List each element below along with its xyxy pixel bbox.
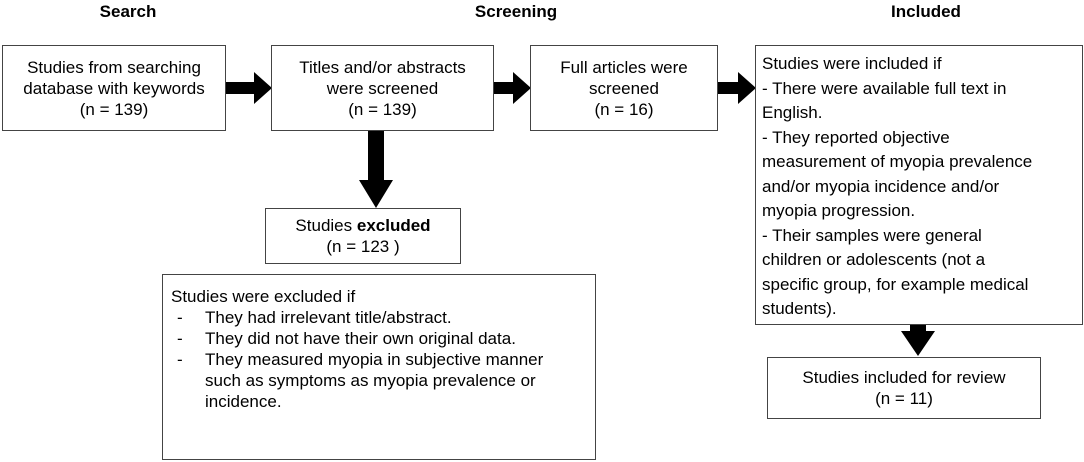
review-count: (n = 11) xyxy=(875,389,933,408)
header-included: Included xyxy=(891,2,961,21)
titles-line-1: Titles and/or abstracts xyxy=(299,57,466,77)
search-line-2: database with keywords xyxy=(23,78,205,98)
list-item: - They did not have their own original d… xyxy=(171,328,587,349)
inclusion-line-9: children or adolescents (not a xyxy=(762,250,986,269)
inclusion-line-8: - Their samples were general xyxy=(762,225,982,245)
inclusion-line-2: - There were available full text in xyxy=(762,78,1007,98)
arrow-titles-to-full xyxy=(494,72,531,104)
list-item: - They had irrelevant title/abstract. xyxy=(171,307,587,328)
inclusion-line-7: myopia progression. xyxy=(762,201,916,220)
titles-screened-box: Titles and/or abstracts were screened (n… xyxy=(271,45,494,131)
inclusion-line-1: Studies were included if xyxy=(762,54,942,73)
excluded-count: (n = 123 ) xyxy=(326,237,400,256)
exclusion-item-3-line-1: They measured myopia in subjective manne… xyxy=(205,350,544,369)
header-screening: Screening xyxy=(474,2,558,21)
excluded-bold: excluded xyxy=(356,216,431,235)
search-line-1: Studies from searching xyxy=(27,57,201,77)
arrow-search-to-titles xyxy=(226,72,272,104)
list-item: - They measured myopia in subjective man… xyxy=(171,349,587,412)
full-count: (n = 16) xyxy=(594,99,654,119)
excluded-prefix: Studies xyxy=(295,216,357,235)
titles-line-2: were screened xyxy=(326,78,439,98)
exclusion-criteria-list: - They had irrelevant title/abstract. - … xyxy=(171,307,587,412)
inclusion-line-10: specific group, for example medical xyxy=(762,274,1029,294)
full-articles-box: Full articles were screened (n = 16) xyxy=(530,45,718,131)
exclusion-item-1: They had irrelevant title/abstract. xyxy=(205,308,452,327)
arrow-full-to-included xyxy=(718,72,756,104)
header-search: Search xyxy=(99,2,157,21)
exclusion-item-2: They did not have their own original dat… xyxy=(205,329,516,348)
full-line-2: screened xyxy=(589,78,659,98)
excluded-label: Studies excluded xyxy=(266,215,460,236)
exclusion-item-3-line-3: incidence. xyxy=(205,392,282,411)
inclusion-line-3: English. xyxy=(762,103,823,122)
search-results-box: Studies from searching database with key… xyxy=(2,45,226,131)
inclusion-line-11: students). xyxy=(762,299,837,318)
exclusion-item-3-line-2: such as symptoms as myopia prevalence or xyxy=(205,371,536,390)
inclusion-line-6: and/or myopia incidence and/or xyxy=(762,176,1000,196)
arrow-titles-to-excluded xyxy=(359,131,393,208)
exclusion-criteria-title: Studies were excluded if xyxy=(171,287,356,306)
exclusion-criteria-box: Studies were excluded if - They had irre… xyxy=(162,274,596,460)
inclusion-line-4: - They reported objective xyxy=(762,127,950,147)
full-line-1: Full articles were xyxy=(560,57,688,77)
search-count: (n = 139) xyxy=(79,99,149,119)
included-for-review-box: Studies included for review (n = 11) xyxy=(767,357,1041,419)
arrow-included-to-review xyxy=(901,304,935,356)
review-label: Studies included for review xyxy=(802,368,1006,387)
inclusion-line-5: measurement of myopia prevalence xyxy=(762,152,1033,171)
excluded-box: Studies excluded (n = 123 ) xyxy=(265,208,461,264)
titles-count: (n = 139) xyxy=(348,99,417,119)
inclusion-criteria-box: Studies were included if - There were av… xyxy=(755,45,1083,325)
